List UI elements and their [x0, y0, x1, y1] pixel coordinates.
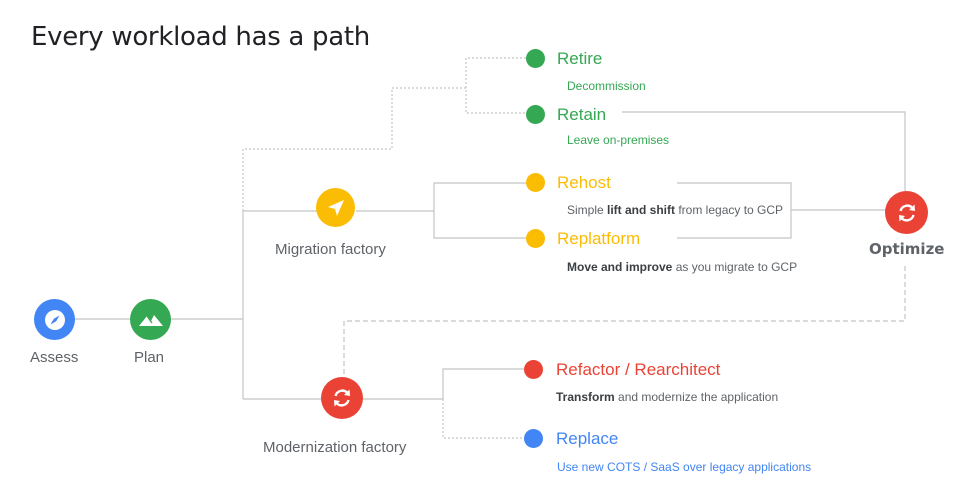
assess-label: Assess: [30, 349, 79, 366]
compass-icon: [44, 309, 65, 330]
rehost-description: Simple lift and shift from legacy to GCP: [567, 203, 783, 217]
replace-description: Use new COTS / SaaS over legacy applicat…: [557, 460, 811, 474]
description-text: Decommission: [567, 79, 646, 93]
replace-dot: [524, 429, 543, 448]
page-title: Every workload has a path: [31, 22, 370, 52]
replatform-dot: [526, 229, 545, 248]
connector-retain-optimize: [622, 111, 906, 191]
description-text: from legacy to GCP: [675, 203, 784, 217]
retire-title: Retire: [557, 49, 603, 68]
optimize-node[interactable]: [885, 191, 928, 234]
optimize-label: Optimize: [869, 240, 945, 258]
description-text: Simple: [567, 203, 608, 217]
description-text: Use new COTS / SaaS over legacy applicat…: [557, 460, 812, 474]
rehost-dot: [526, 173, 545, 192]
connector-retire-retain: [465, 57, 526, 114]
description-emphasis: Move and improve: [567, 260, 673, 274]
refactor-title: Refactor / Rearchitect: [556, 360, 721, 379]
description-text: and modernize the application: [614, 390, 779, 404]
refactor-dot: [524, 360, 543, 379]
migration-factory-label: Migration factory: [275, 241, 386, 258]
migration-factory-node[interactable]: [316, 188, 355, 227]
modernization-factory-label: Modernization factory: [263, 439, 407, 456]
retain-dot: [526, 105, 545, 124]
description-text: as you migrate to GCP: [672, 260, 798, 274]
connector-to-retire-group: [242, 87, 466, 211]
modernization-factory-node[interactable]: [321, 377, 363, 419]
mountain-icon: [138, 314, 163, 326]
plan-label: Plan: [134, 349, 165, 366]
replatform-description: Move and improve as you migrate to GCP: [567, 260, 797, 274]
navigation-arrow-icon: [327, 199, 344, 216]
refresh-icon: [334, 389, 350, 407]
connector-optimize-feedback: [343, 266, 906, 378]
plan-node[interactable]: [130, 299, 171, 340]
connector-migration-branch: [433, 182, 528, 239]
description-text: Leave on-premises: [567, 133, 670, 147]
description-emphasis: lift and shift: [607, 203, 676, 217]
retire-dot: [526, 49, 545, 68]
refresh-icon: [898, 204, 915, 221]
replace-title: Replace: [556, 429, 619, 448]
retain-title: Retain: [557, 105, 607, 124]
description-emphasis: Transform: [556, 390, 615, 404]
replatform-title: Replatform: [557, 229, 641, 248]
rehost-title: Rehost: [557, 173, 611, 192]
retire-description: Decommission: [567, 79, 646, 93]
connector-modernization-out: [362, 368, 525, 400]
retain-description: Leave on-premises: [567, 133, 669, 147]
connector-replace: [442, 399, 525, 439]
assess-node[interactable]: [34, 299, 75, 340]
refactor-description: Transform and modernize the application: [556, 390, 778, 404]
